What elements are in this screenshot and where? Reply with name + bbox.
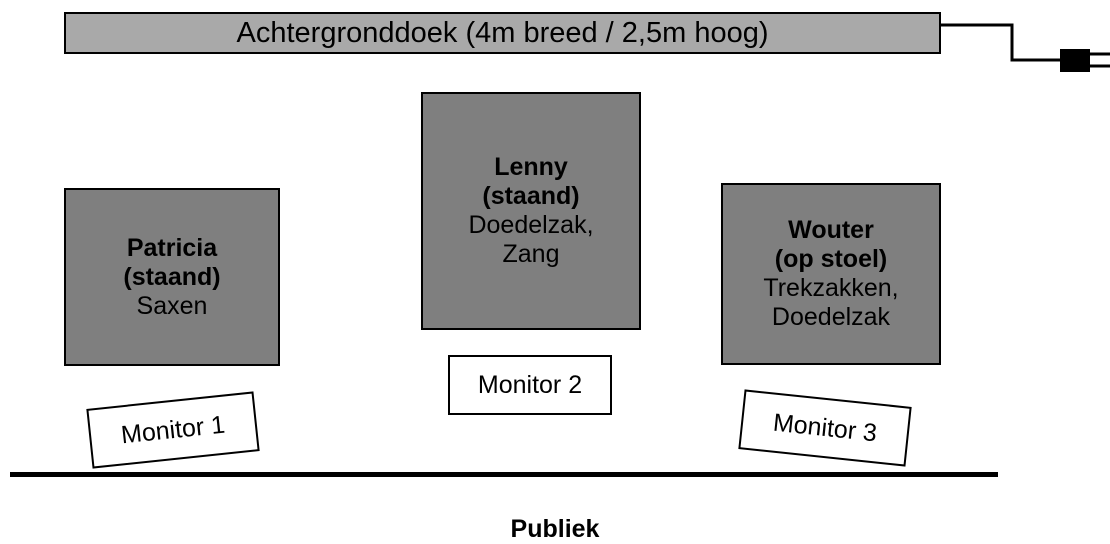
monitor-1: Monitor 1 [86,391,260,469]
performer-name: Patricia [126,233,218,262]
performer-instrument: Zang [502,240,560,268]
performer-position: (staand) [482,182,580,210]
monitor-label: Monitor 2 [477,370,583,399]
backdrop-label: Achtergronddoek (4m breed / 2,5m hoog) [236,16,769,49]
performer-lenny: Lenny (staand) Doedelzak, Zang [421,92,641,330]
audience-label: Publiek [510,515,600,543]
monitor-label: Monitor 1 [119,410,227,449]
monitor-3: Monitor 3 [738,389,912,467]
performer-patricia: Patricia (staand) Saxen [64,188,280,366]
backdrop: Achtergronddoek (4m breed / 2,5m hoog) [64,12,941,54]
performer-wouter: Wouter (op stoel) Trekzakken, Doedelzak [721,183,941,365]
performer-instrument: Trekzakken, [763,274,899,302]
performer-position: (op stoel) [774,245,888,273]
performer-instrument: Doedelzak, [468,211,594,239]
power-cable [941,23,1110,72]
performer-name: Wouter [788,216,874,244]
performer-position: (staand) [123,262,221,291]
performer-instrument: Doedelzak [771,303,891,331]
power-cable-line [941,23,1060,62]
performer-instrument: Saxen [136,291,208,320]
power-plug-icon [1060,49,1110,72]
performer-name: Lenny [494,153,568,181]
monitor-2: Monitor 2 [448,355,612,415]
monitor-label: Monitor 3 [771,408,879,447]
stage-edge-line [10,472,998,477]
